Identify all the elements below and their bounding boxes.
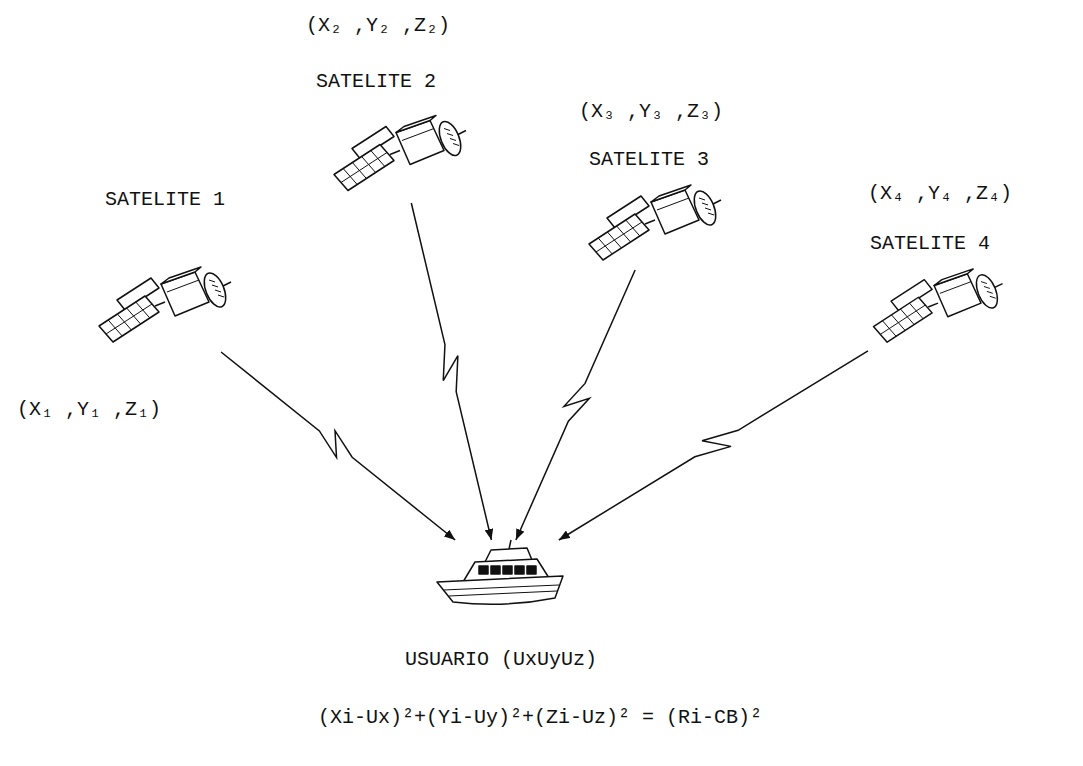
body-line xyxy=(402,129,434,141)
solar-panel xyxy=(873,297,932,342)
dish-hatch xyxy=(212,285,218,287)
dish-hatch xyxy=(699,198,705,200)
panel-stripe xyxy=(341,153,387,183)
antenna-dish xyxy=(690,188,720,228)
satellite-name: SATELITE 2 xyxy=(316,70,436,94)
boat-window xyxy=(491,566,500,574)
signal-arrow xyxy=(411,203,491,540)
dish-hatch xyxy=(218,295,224,297)
boat-icon xyxy=(435,540,565,612)
antenna-dish xyxy=(972,272,1002,311)
dish-hatch xyxy=(447,134,453,136)
satellite-icon xyxy=(95,262,235,352)
dish-hatch xyxy=(987,291,993,293)
coordinate-label: (X₂ ,Y₂ ,Z₂) xyxy=(306,14,450,38)
signal-arrow xyxy=(221,352,455,540)
body-line xyxy=(167,280,199,292)
signal-arrow xyxy=(516,270,635,540)
satellite-icon xyxy=(868,264,1008,352)
user-label: USUARIO (UxUyUz) xyxy=(405,648,597,672)
body-line xyxy=(940,282,971,294)
antenna-dish xyxy=(435,118,465,158)
boat-window xyxy=(527,566,536,574)
panel-arm xyxy=(928,303,938,307)
antenna xyxy=(223,282,231,286)
satellite-name: SATELITE 3 xyxy=(589,148,709,172)
satellite-drawing xyxy=(334,116,466,191)
panel-arm xyxy=(645,220,655,224)
satellite-node: SATELITE 2(X₂ ,Y₂ ,Z₂) xyxy=(330,108,470,203)
antenna xyxy=(713,200,721,204)
solar-panel xyxy=(589,214,649,260)
panel-arm xyxy=(390,151,400,155)
satellite-name: SATELITE 1 xyxy=(105,188,225,212)
dish-hatch xyxy=(981,282,987,284)
boat-drawing xyxy=(437,540,563,604)
satellite-node: SATELITE 1(X₁ ,Y₁ ,Z₁) xyxy=(95,262,235,352)
satellite-node: SATELITE 4(X₄ ,Y₄ ,Z₄) xyxy=(868,264,1008,352)
solar-panel xyxy=(99,296,159,342)
antenna-dish xyxy=(200,270,230,310)
satellite-drawing xyxy=(99,267,231,342)
dish-hatch xyxy=(705,208,711,210)
coordinate-label: (X₄ ,Y₄ ,Z₄) xyxy=(868,182,1012,206)
dish-hatch xyxy=(708,213,714,215)
dish-hatch xyxy=(702,203,708,205)
satellite-icon xyxy=(330,108,470,203)
dish-hatch xyxy=(444,129,450,131)
boat-mast xyxy=(509,540,511,549)
dish-hatch xyxy=(453,144,459,146)
coordinate-label: (X₁ ,Y₁ ,Z₁) xyxy=(17,398,161,422)
hull-stripe xyxy=(443,585,559,590)
satellite-icon xyxy=(585,180,725,270)
boat-window xyxy=(503,566,512,574)
satellite-name: SATELITE 4 xyxy=(870,232,990,256)
signal-arrow xyxy=(559,351,868,540)
dish-hatch xyxy=(450,139,456,141)
dish-hatch xyxy=(215,290,221,292)
panel-arm xyxy=(155,302,165,306)
dish-hatch xyxy=(990,296,996,298)
satellite-drawing xyxy=(589,185,721,260)
antenna xyxy=(458,131,466,135)
dish-hatch xyxy=(209,280,215,282)
dish-hatch xyxy=(984,286,990,288)
solar-panel xyxy=(334,145,394,191)
panel-stripe xyxy=(106,304,152,334)
antenna xyxy=(995,284,1003,288)
hull-stripe xyxy=(449,591,557,596)
panel-stripe xyxy=(880,305,925,334)
boat-hull xyxy=(437,576,563,604)
panel-stripe xyxy=(596,222,642,252)
equation: (Xi-Ux)²+(Yi-Uy)²+(Zi-Uz)² = (Ri-CB)² xyxy=(318,706,762,730)
boat-window xyxy=(479,566,488,574)
boat-window xyxy=(515,566,524,574)
satellite-node: SATELITE 3(X₃ ,Y₃ ,Z₃) xyxy=(585,180,725,270)
satellite-drawing xyxy=(873,269,1002,342)
user-node: USUARIO (UxUyUz) xyxy=(435,540,565,612)
coordinate-label: (X₃ ,Y₃ ,Z₃) xyxy=(579,100,723,124)
body-line xyxy=(657,198,689,210)
